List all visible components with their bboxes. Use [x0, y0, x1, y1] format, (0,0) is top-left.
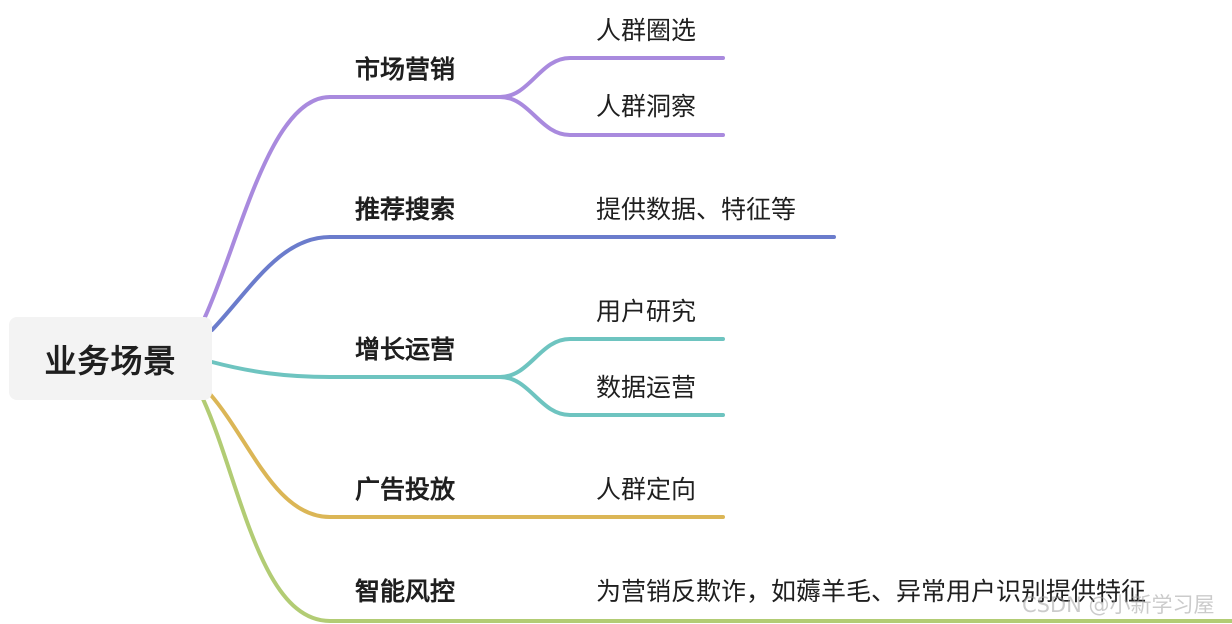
root-label: 业务场景 — [44, 341, 177, 380]
connector-root-growth — [210, 360, 502, 379]
leaf-marketing-1: 人群圈选 — [596, 16, 697, 45]
watermark: CSDN @小新学习屋 — [1022, 593, 1215, 617]
branch-search-label: 推荐搜索 — [355, 195, 456, 224]
connector-marketing-leaf-1 — [498, 56, 725, 99]
leaf-search-1: 提供数据、特征等 — [596, 195, 797, 224]
branch-risk-label: 智能风控 — [355, 577, 456, 606]
branch-ads-label: 广告投放 — [355, 475, 456, 504]
connector-root-risk — [201, 397, 1232, 623]
leaf-risk-1: 为营销反欺诈，如薅羊毛、异常用户识别提供特征 — [596, 577, 1147, 606]
connector-root-search — [210, 235, 836, 332]
root-node: 业务场景 — [9, 317, 212, 400]
leaf-ads-1: 人群定向 — [596, 475, 697, 504]
connector-marketing-leaf-2 — [498, 95, 725, 137]
connector-growth-leaf-2 — [498, 375, 725, 417]
connector-growth-leaf-1 — [498, 337, 725, 379]
branch-marketing-label: 市场营销 — [355, 55, 456, 84]
connector-root-marketing — [203, 95, 502, 319]
branch-growth-label: 增长运营 — [355, 335, 456, 364]
leaf-growth-1: 用户研究 — [596, 297, 697, 326]
leaf-marketing-2: 人群洞察 — [596, 92, 697, 121]
connector-root-ads — [208, 392, 725, 519]
leaf-growth-2: 数据运营 — [596, 373, 697, 402]
